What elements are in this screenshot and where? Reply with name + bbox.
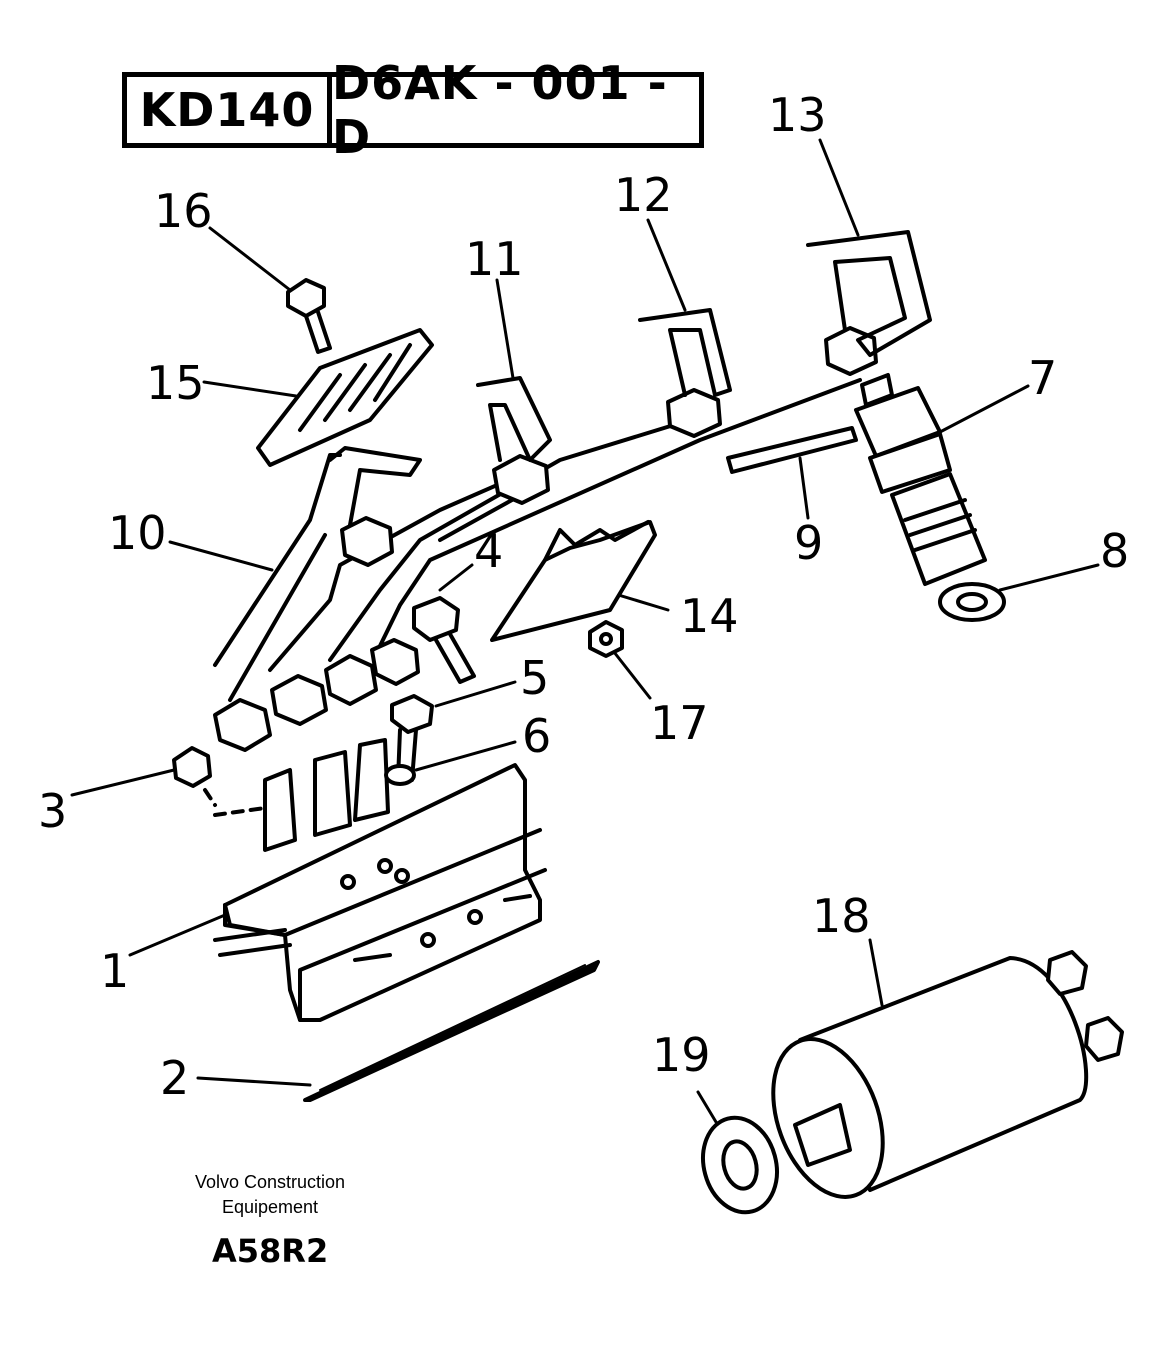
callout-17: 17 (650, 696, 709, 750)
seal-ring-icon (701, 1115, 779, 1215)
callout-3: 3 (38, 784, 68, 838)
callout-14: 14 (680, 589, 739, 643)
fuel-filter-icon (771, 950, 1124, 1199)
callout-6: 6 (522, 709, 552, 763)
injection-pump-icon (213, 738, 547, 1022)
callout-16: 16 (154, 184, 213, 238)
nut-icon (588, 620, 624, 658)
leader-lines (70, 138, 1100, 1124)
callout-18: 18 (812, 889, 871, 943)
callout-8: 8 (1100, 524, 1130, 578)
clamp-icon (256, 328, 434, 467)
washer-icon (384, 764, 416, 786)
callout-19: 19 (652, 1028, 711, 1082)
nut-icon (213, 326, 878, 752)
fuel-line-icon (726, 426, 858, 474)
callout-9: 9 (794, 516, 824, 570)
callout-7: 7 (1028, 351, 1058, 405)
washer-icon (938, 582, 1006, 622)
figure-code: A58R2 (212, 1232, 329, 1270)
gasket-icon (303, 960, 600, 1102)
callout-13: 13 (768, 88, 827, 142)
callout-5: 5 (520, 651, 550, 705)
model-label: KD140 (127, 77, 332, 143)
callout-15: 15 (146, 356, 205, 410)
callout-4: 4 (474, 524, 504, 578)
company-line-1: Volvo Construction (194, 1172, 346, 1192)
callout-11: 11 (465, 232, 524, 286)
injector-icon (854, 373, 987, 586)
bolt-icon (286, 278, 332, 354)
nut-icon (172, 746, 267, 817)
callout-12: 12 (614, 168, 673, 222)
company-name: Volvo Construction Equipement (170, 1170, 370, 1220)
callout-1: 1 (100, 944, 130, 998)
fuel-line-icon (328, 230, 932, 527)
fuel-line-icon (213, 378, 862, 702)
company-line-2: Equipement (221, 1197, 319, 1217)
bolt-icon (412, 596, 476, 684)
callout-2: 2 (160, 1051, 190, 1105)
clamp-icon (490, 520, 657, 642)
callout-10: 10 (108, 506, 167, 560)
bolt-icon (390, 694, 434, 782)
